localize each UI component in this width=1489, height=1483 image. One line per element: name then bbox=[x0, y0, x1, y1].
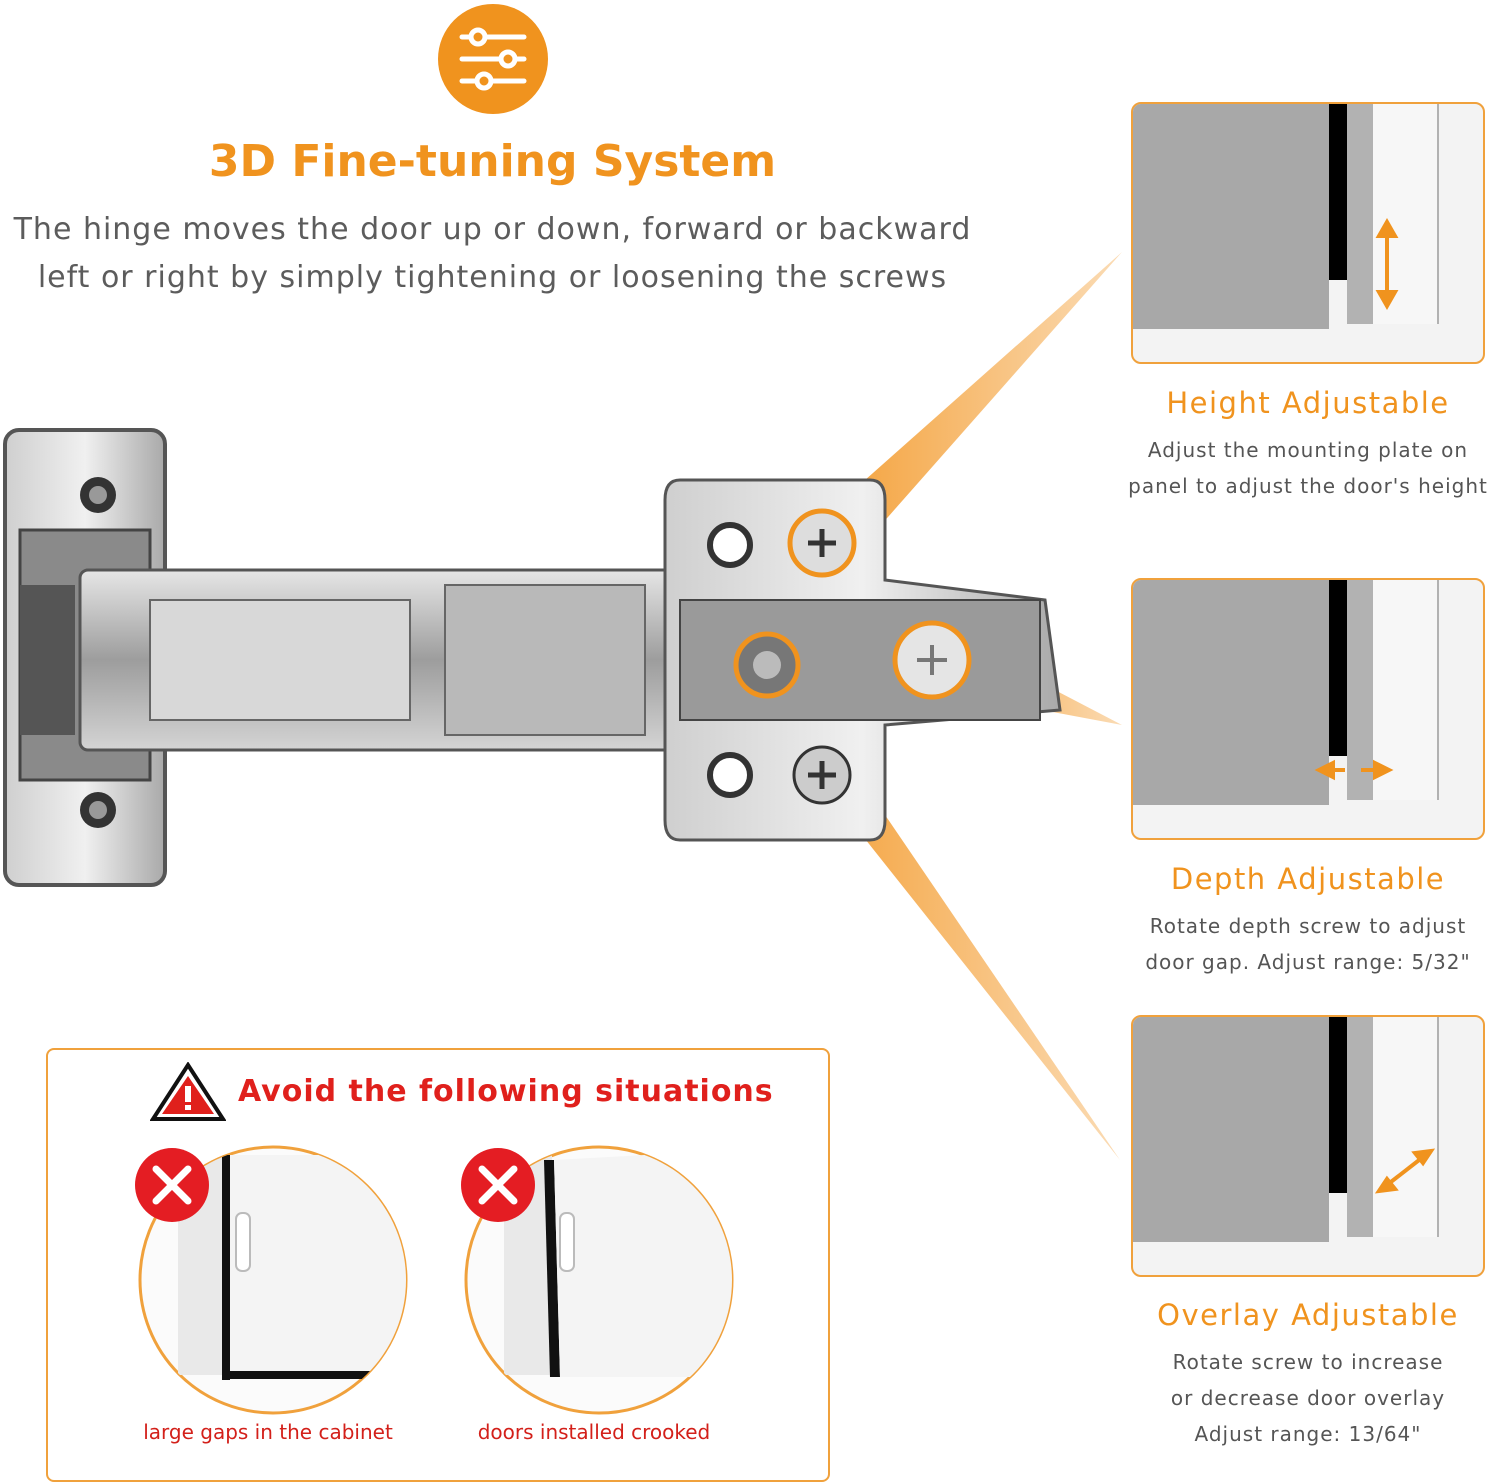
page-title: 3D Fine-tuning System bbox=[208, 136, 777, 187]
case-crooked-image bbox=[464, 1145, 734, 1415]
subtitle-line-2: left or right by simply tightening or lo… bbox=[37, 260, 948, 295]
height-adjust-desc-1: Adjust the mounting plate on bbox=[1147, 438, 1469, 462]
overlay-adjust-image bbox=[1131, 1015, 1485, 1277]
case-label-crooked: doors installed crooked bbox=[477, 1420, 711, 1444]
case-label-gaps: large gaps in the cabinet bbox=[143, 1420, 393, 1444]
warning-triangle-icon bbox=[149, 1061, 227, 1122]
overlay-adjust-desc-1: Rotate screw to increase bbox=[1172, 1350, 1444, 1374]
height-adjust-desc-2: panel to adjust the door's height bbox=[1128, 474, 1488, 498]
hinge-image bbox=[3, 428, 1062, 887]
case-gap-image bbox=[138, 1145, 408, 1415]
red-x-icon bbox=[134, 1147, 210, 1223]
overlay-adjust-desc-3: Adjust range: 13/64" bbox=[1194, 1422, 1422, 1446]
overlay-adjust-desc-2: or decrease door overlay bbox=[1170, 1386, 1446, 1410]
subtitle-line-1: The hinge moves the door up or down, for… bbox=[13, 212, 972, 247]
vertical-arrow-icon bbox=[1375, 217, 1399, 311]
height-adjust-title: Height Adjustable bbox=[1166, 386, 1450, 420]
diagonal-arrow-icon bbox=[1374, 1148, 1436, 1194]
depth-adjust-desc-1: Rotate depth screw to adjust bbox=[1149, 914, 1467, 938]
depth-adjust-image bbox=[1131, 578, 1485, 840]
depth-adjust-desc-2: door gap. Adjust range: 5/32" bbox=[1145, 950, 1471, 974]
height-adjust-image bbox=[1131, 102, 1485, 364]
warning-title: Avoid the following situations bbox=[238, 1074, 774, 1109]
sliders-icon bbox=[438, 4, 548, 114]
horizontal-arrow-icon bbox=[1314, 759, 1394, 781]
red-x-icon bbox=[460, 1147, 536, 1223]
depth-adjust-title: Depth Adjustable bbox=[1170, 862, 1446, 896]
overlay-adjust-title: Overlay Adjustable bbox=[1157, 1298, 1459, 1332]
